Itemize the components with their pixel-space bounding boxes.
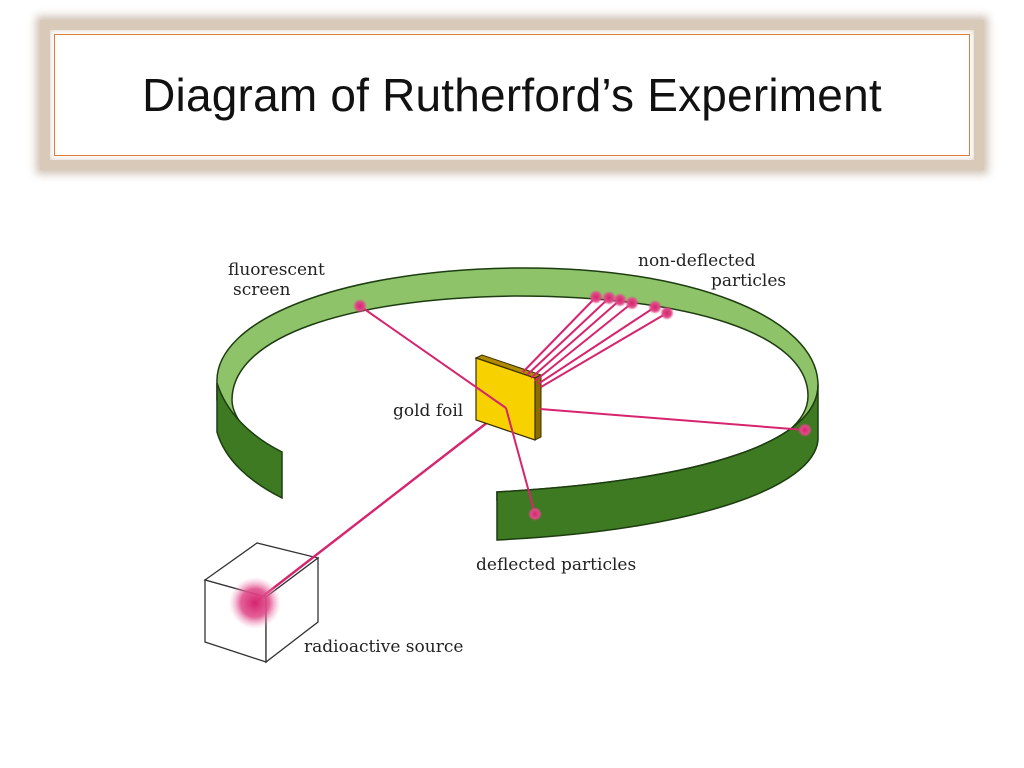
impact-dot — [798, 423, 812, 437]
title-frame: Diagram of Rutherford’s Experiment — [40, 20, 984, 170]
label-particles: particles — [711, 271, 786, 291]
radioactive-source-cube — [203, 542, 320, 664]
forward-path-4 — [534, 302, 633, 382]
deflected-right-path — [539, 408, 806, 431]
source-glow — [229, 577, 281, 629]
impact-dot — [660, 306, 674, 320]
forward-path-2 — [526, 297, 610, 376]
deflected-down-path — [505, 407, 536, 515]
page-title: Diagram of Rutherford’s Experiment — [142, 69, 882, 121]
label-screen: screen — [233, 280, 290, 300]
impact-dot — [625, 296, 639, 310]
label-non-deflected: non-deflected — [638, 251, 756, 271]
impact-dot — [648, 300, 662, 314]
gold-foil — [474, 354, 543, 441]
forward-path-3 — [530, 299, 621, 379]
incident-beam — [257, 407, 507, 601]
impact-dots — [353, 290, 812, 521]
particle-paths — [359, 296, 806, 515]
forward-path-5 — [537, 306, 656, 385]
label-radioactive-source: radioactive source — [304, 637, 463, 657]
impact-dot — [602, 291, 616, 305]
label-fluorescent: fluorescent — [228, 260, 325, 280]
label-gold-foil: gold foil — [393, 401, 463, 421]
title-inner-border: Diagram of Rutherford’s Experiment — [54, 34, 970, 156]
fluorescent-screen-outer-left — [216, 382, 283, 500]
backscatter-path — [359, 305, 507, 409]
forward-path-6 — [540, 312, 668, 388]
fluorescent-screen-outer-right — [496, 384, 819, 541]
impact-dot — [528, 507, 542, 521]
forward-path-1 — [522, 296, 597, 373]
impact-dot — [589, 290, 603, 304]
impact-dot — [353, 299, 367, 313]
label-deflected-particles: deflected particles — [476, 555, 636, 575]
impact-dot — [613, 293, 627, 307]
